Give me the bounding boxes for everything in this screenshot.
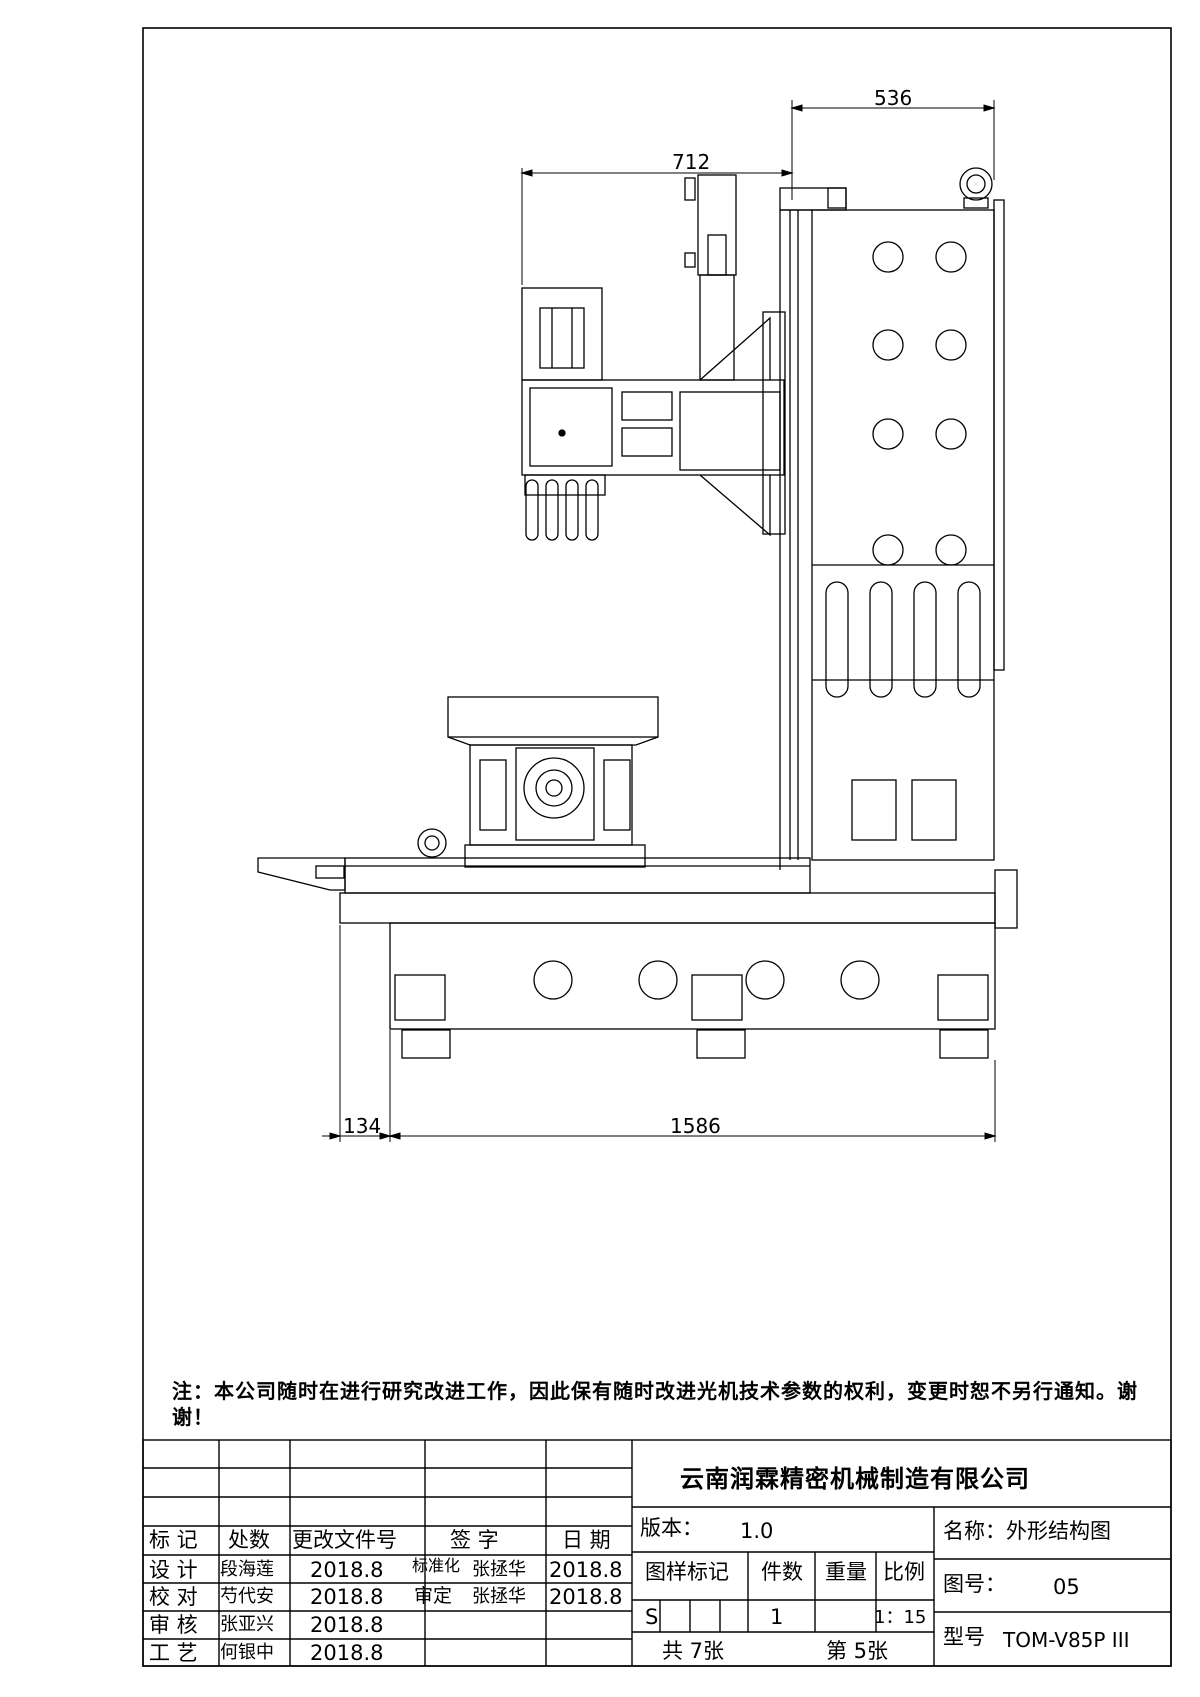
bed-top [339,892,996,924]
name-standardization: 张拯华 [472,1559,526,1580]
header-mark: 标 记 [149,1528,198,1552]
spindle-motor [521,287,603,381]
sample-mark-label: 图样标记 [645,1560,729,1584]
qty-label: 件数 [761,1560,803,1584]
lifting-eye-left [417,828,447,858]
model-label: 型号 [943,1625,985,1649]
column-body [811,209,995,861]
rotary-table-top [447,696,659,738]
bed-holes [533,960,880,1000]
version-label: 版本： [640,1516,703,1540]
name-approval: 张拯华 [472,1586,526,1607]
sheet-number: 第 5张 [826,1639,889,1663]
header-date: 日 期 [562,1528,611,1552]
total-sheets: 共 7张 [662,1639,725,1663]
name-process: 何银中 [220,1642,274,1663]
version-value: 1.0 [740,1519,774,1543]
date-approval: 2018.8 [549,1585,623,1609]
dimension-712: 712 [672,150,711,174]
dimension-134: 134 [343,1114,382,1138]
name-design: 段海莲 [220,1559,274,1580]
role-check: 校 对 [149,1585,198,1609]
date-design: 2018.8 [310,1558,384,1582]
bed-base [389,922,996,1030]
machine-outline [257,167,1018,1059]
sample-mark-value: S [645,1605,659,1629]
scale-label: 比例 [883,1560,925,1584]
title-block-grid [142,1439,1172,1667]
dimension-536: 536 [874,86,913,110]
date-process: 2018.8 [310,1641,384,1665]
name-review: 张亚兴 [220,1614,274,1635]
header-place-count: 处数 [228,1528,270,1552]
weight-label: 重量 [825,1560,867,1584]
header-change-doc-no: 更改文件号 [292,1528,397,1552]
date-standardization: 2018.8 [549,1558,623,1582]
dimension-1586: 1586 [670,1114,721,1138]
role-review: 审 核 [149,1613,198,1637]
date-review: 2018.8 [310,1613,384,1637]
date-check: 2018.8 [310,1585,384,1609]
name-check: 芍代安 [220,1586,274,1607]
qty-value: 1 [770,1605,784,1629]
header-signature: 签 字 [450,1528,499,1552]
drawing-no-label: 图号： [943,1572,1006,1596]
dimension-lines [322,100,997,1142]
company-name: 云南润霖精密机械制造有限公司 [680,1465,1030,1493]
disclaimer-note: 注：本公司随时在进行研究改进工作，因此保有随时改进光机技术参数的权利，变更时恕不… [172,1379,1138,1429]
rotary-disc [523,757,585,819]
model-value: TOM-V85P III [1003,1628,1130,1652]
tool-pockets [525,479,599,541]
drawing-name: 名称：外形结构图 [943,1519,1111,1543]
chip-guard [257,857,346,891]
role-design: 设 计 [149,1558,198,1582]
scale-value: 1：15 [874,1607,927,1628]
role-process: 工 艺 [149,1641,198,1665]
headstock [521,379,785,476]
column-slots [825,581,981,698]
z-motor [697,174,737,276]
leveling-feet [394,974,989,1059]
role-standardization: 标准化 [412,1556,461,1575]
saddle [344,857,811,894]
role-approval: 审定 [414,1585,453,1607]
column-holes [872,241,967,566]
drawing-no-value: 05 [1053,1575,1080,1599]
